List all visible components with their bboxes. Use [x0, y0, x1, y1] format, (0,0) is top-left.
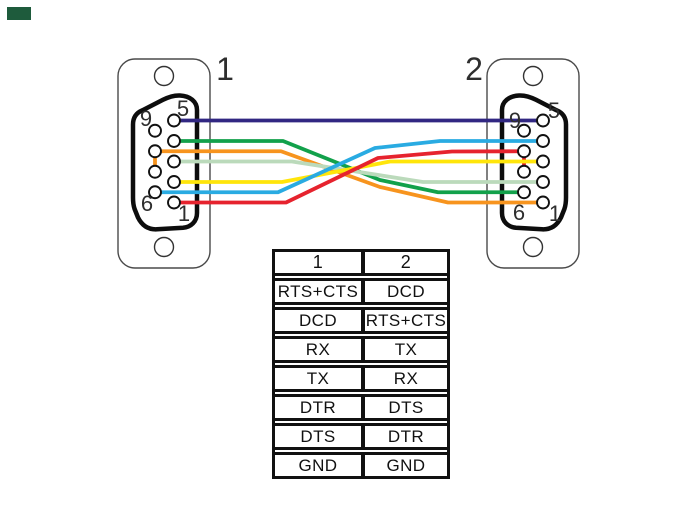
- screw-hole-icon: [153, 236, 175, 258]
- screw-hole-icon: [522, 236, 544, 258]
- table-cell: GND: [361, 455, 447, 476]
- table-row: GND GND: [275, 447, 447, 476]
- table-cell: DTR: [299, 397, 337, 417]
- pin-label-1: 1: [549, 201, 561, 226]
- pin-circle: [148, 123, 162, 138]
- pin-label-6: 6: [141, 191, 153, 216]
- pin-mapping-table: 1 2 RTS+CTS DCD DCD RTS+CTS RX TX TX RX …: [272, 249, 450, 479]
- screw-hole-icon: [153, 65, 175, 87]
- pin-circle: [536, 195, 550, 210]
- pin-circle: [167, 154, 181, 169]
- table-header-row: 1 2: [275, 252, 447, 273]
- table-cell: DTS: [300, 426, 336, 446]
- connector-1: [117, 58, 211, 269]
- table-cell: DCD: [361, 281, 447, 302]
- table-row: RTS+CTS DCD: [275, 273, 447, 302]
- table-cell: DTR: [361, 426, 447, 447]
- pin-circle: [167, 175, 181, 189]
- table-row: DTS DTR: [275, 418, 447, 447]
- pin-circle: [517, 185, 531, 200]
- pin-circle: [148, 185, 162, 200]
- table-row: RX TX: [275, 331, 447, 360]
- connector-2-label: 2: [465, 51, 483, 87]
- pin-circle: [167, 113, 181, 128]
- pin-label-5: 5: [548, 98, 560, 123]
- pin-circle: [536, 154, 550, 169]
- table-cell: GND: [298, 455, 338, 475]
- pin-circle: [517, 123, 531, 138]
- table-cell: RX: [305, 339, 331, 359]
- wire-rx-tx: [174, 159, 543, 184]
- pin-circle: [148, 164, 162, 179]
- pin-circle: [536, 113, 550, 128]
- pin-circle: [536, 134, 550, 148]
- wire-dts-dtr: [155, 139, 543, 195]
- table-header-1: 1: [312, 252, 324, 272]
- wires: [153, 118, 543, 205]
- table-row: DTR DTS: [275, 389, 447, 418]
- pin-label-1: 1: [178, 201, 190, 226]
- pin-circle: [148, 144, 162, 159]
- table-header-2: 2: [361, 252, 447, 273]
- pin-circle: [536, 175, 550, 189]
- pin-label-5: 5: [177, 96, 189, 121]
- pin-label-6: 6: [513, 200, 525, 225]
- brand-mark: [7, 7, 31, 20]
- table-row: DCD RTS+CTS: [275, 302, 447, 331]
- table-row: TX RX: [275, 360, 447, 389]
- connector-2-pins: [517, 113, 550, 210]
- wire-tx-rx: [174, 159, 543, 184]
- table-cell: TX: [361, 339, 447, 360]
- pin-circle: [517, 164, 531, 179]
- pin-label-9: 9: [140, 106, 152, 131]
- table-cell: RTS+CTS: [277, 281, 359, 301]
- pin-circle: [167, 134, 181, 148]
- pin-circle: [167, 195, 181, 210]
- table-cell: DTS: [361, 397, 447, 418]
- wire-dtr-dts: [174, 139, 524, 195]
- connector-2: [486, 58, 580, 269]
- connector-1-label: 1: [216, 51, 234, 87]
- table-cell: TX: [306, 368, 330, 388]
- connector-1-pins: [148, 113, 181, 210]
- table-cell: DCD: [298, 310, 338, 330]
- pin-circle: [517, 144, 531, 159]
- pin-label-9: 9: [509, 108, 521, 133]
- table-cell: RX: [361, 368, 447, 389]
- table-cell: RTS+CTS: [361, 310, 447, 331]
- wire-rtscts-dcd: [155, 149, 543, 205]
- wire-dcd-rtscts: [174, 149, 525, 205]
- screw-hole-icon: [522, 65, 544, 87]
